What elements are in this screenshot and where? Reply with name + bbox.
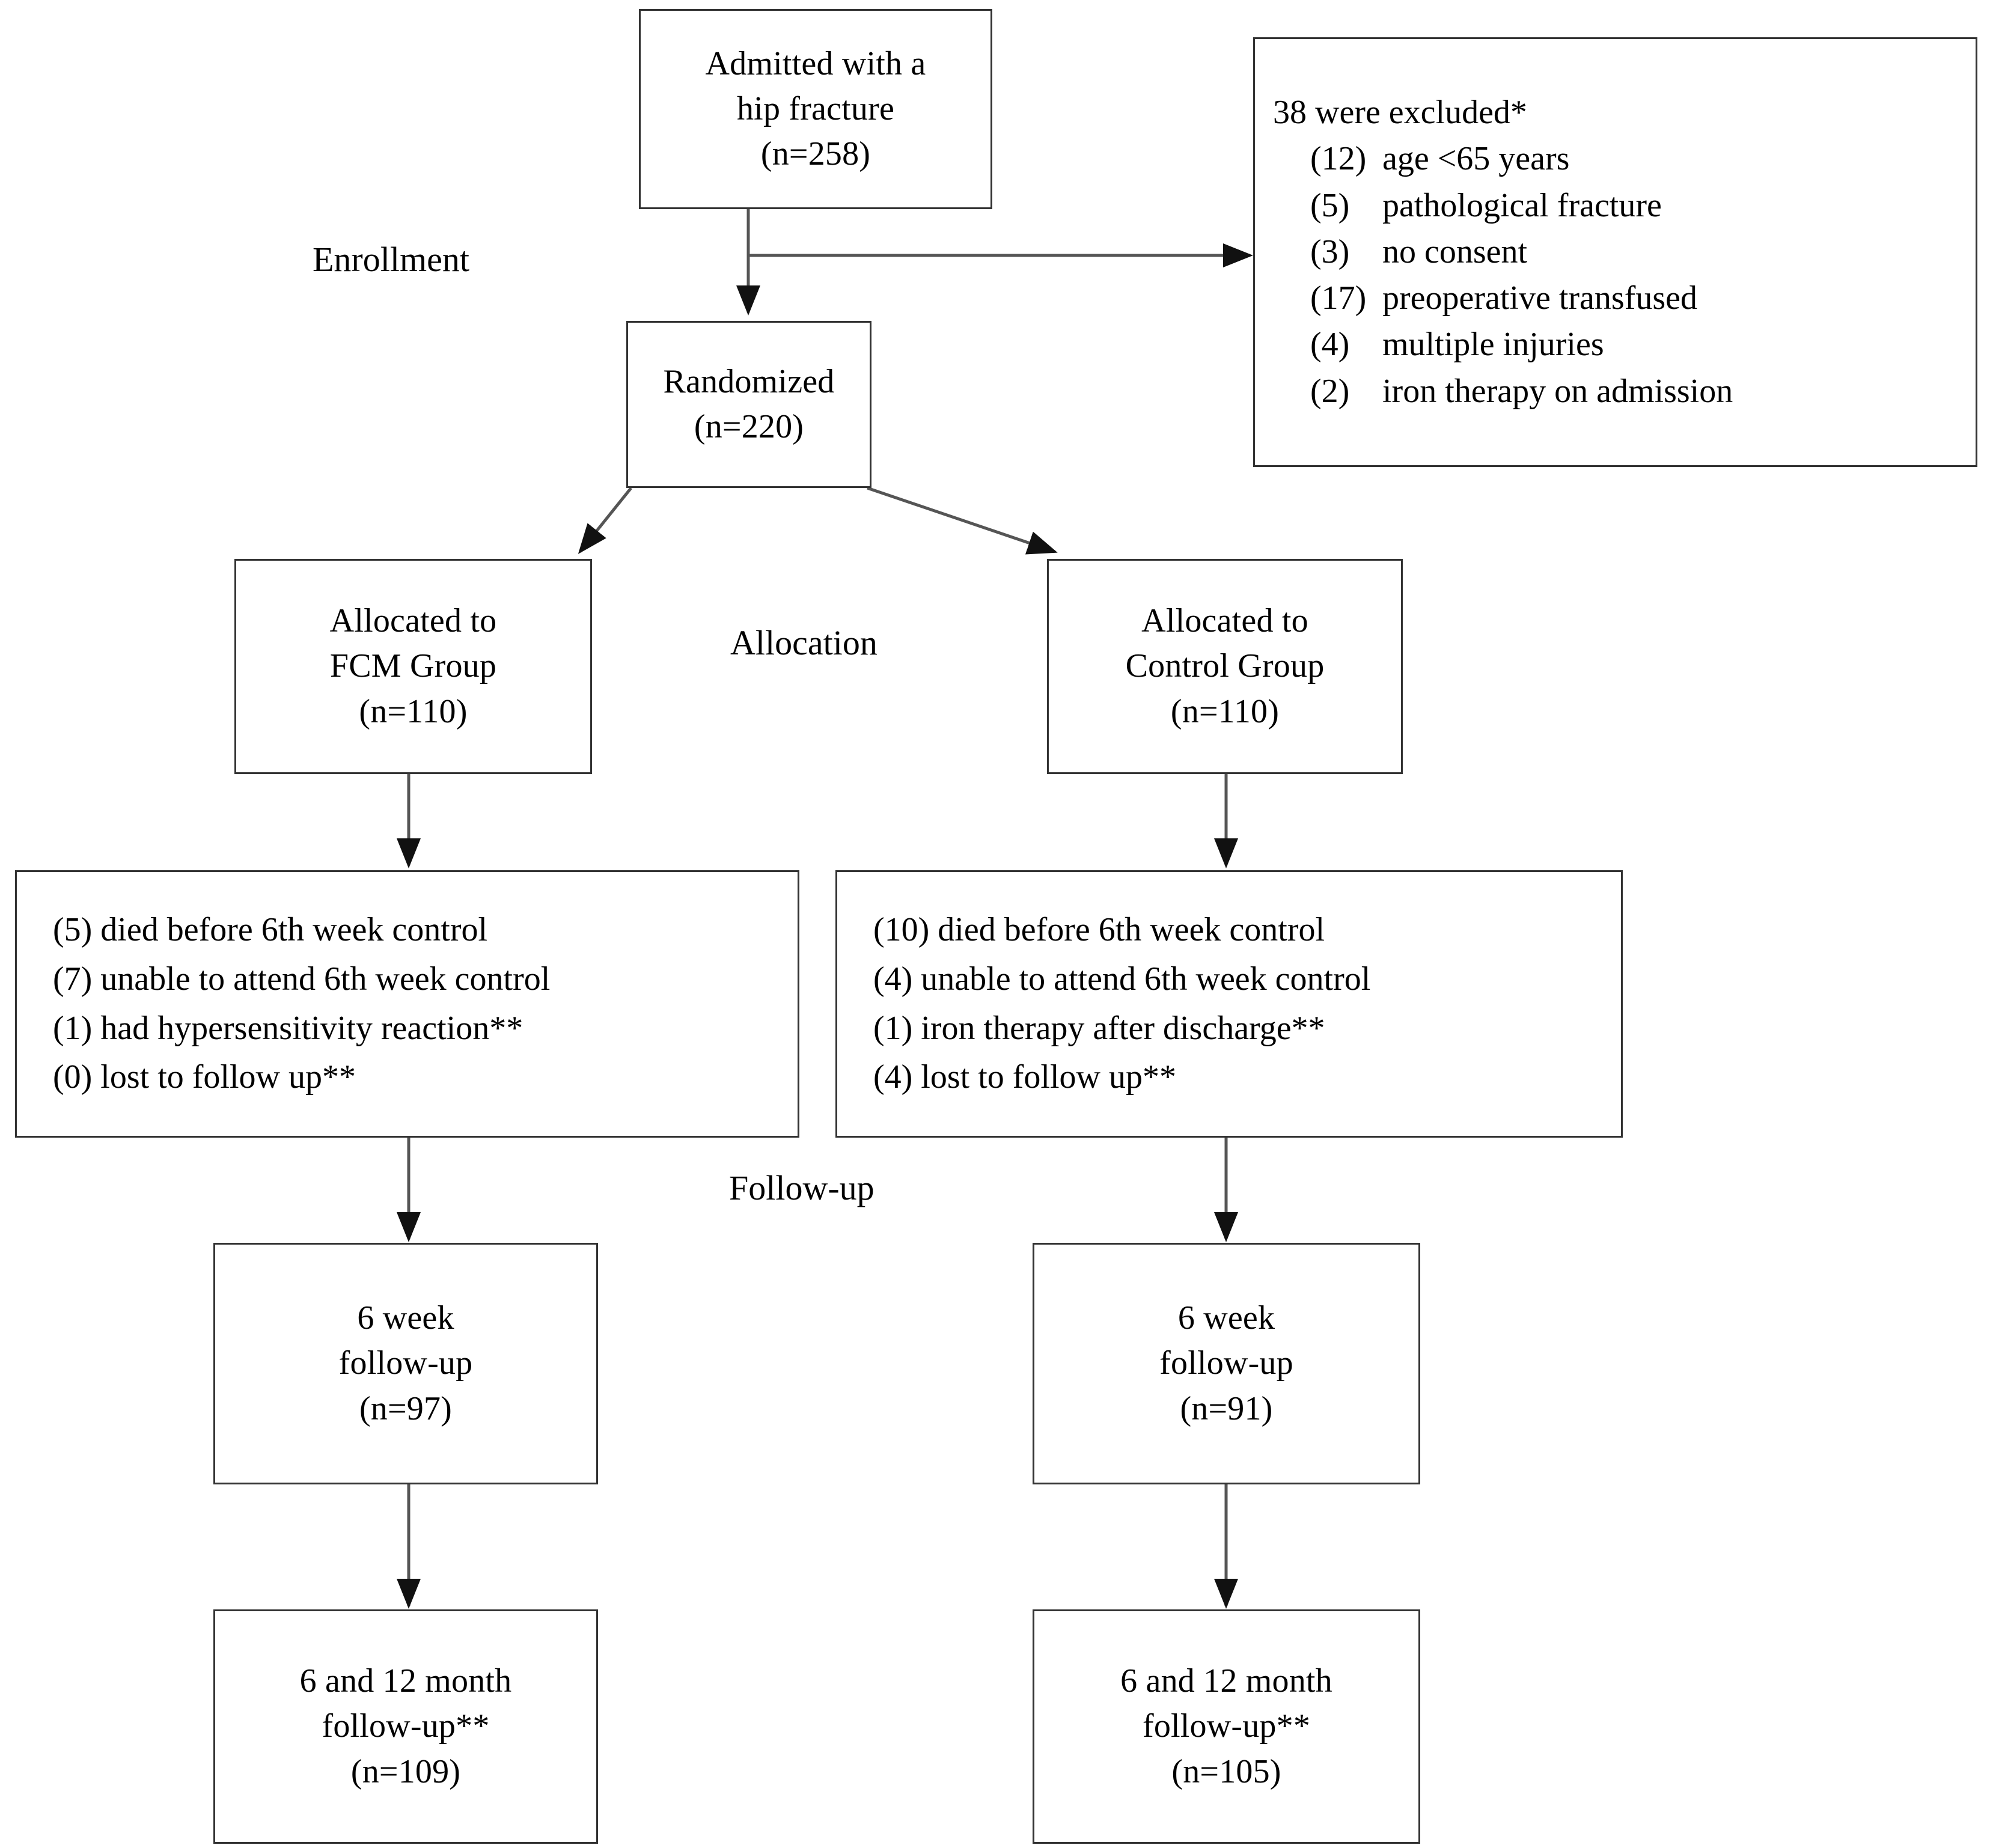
excluded-reason-row: (5) pathological fracture [1255,183,1662,229]
randomized-label: Randomized [663,362,835,400]
node-excluded: 38 were excluded* (12) age <65 years (5)… [1253,37,1977,467]
admitted-count: (n=258) [760,135,871,173]
fu6w-fcm-line-2: follow-up [338,1344,473,1382]
alloc-control-line-1: Allocated to [1141,602,1308,640]
node-losses-fcm: (5) died before 6th week control (7) una… [15,870,799,1138]
excluded-reason-count: (2) [1310,372,1350,410]
excluded-reason-count: (3) [1310,233,1350,270]
stage-label-allocation: Allocation [730,623,877,662]
excluded-reason-count: (17) [1310,279,1367,317]
alloc-fcm-line-2: FCM Group [329,647,497,685]
fu6w-control-line-1: 6 week [1177,1299,1275,1337]
alloc-fcm-count: (n=110) [359,692,468,730]
node-6and12month-followup-fcm: 6 and 12 month follow-up** (n=109) [213,1609,598,1844]
excluded-reason-label: preoperative transfused [1382,279,1697,317]
excluded-reason-label: multiple injuries [1382,326,1604,364]
node-allocated-control-group: Allocated to Control Group (n=110) [1047,559,1403,774]
loss-fcm-row: (7) unable to attend 6th week control [53,960,551,998]
connector-randomized-to-control [867,486,1058,555]
admitted-line-1: Admitted with a [705,44,926,82]
alloc-control-count: (n=110) [1170,692,1280,730]
node-6week-followup-control: 6 week follow-up (n=91) [1033,1243,1420,1484]
excluded-reason-row: (12) age <65 years [1255,136,1569,182]
node-6and12month-followup-control: 6 and 12 month follow-up** (n=105) [1033,1609,1420,1844]
loss-control-row: (4) unable to attend 6th week control [873,960,1371,998]
excluded-reason-label: age <65 years [1382,140,1570,178]
node-losses-control: (10) died before 6th week control (4) un… [835,870,1623,1138]
fu612m-fcm-count: (n=109) [350,1752,461,1790]
excluded-reason-row: (2) iron therapy on admission [1255,368,1733,415]
loss-control-row: (1) iron therapy after discharge** [873,1009,1325,1047]
fu612m-control-line-2: follow-up** [1142,1707,1311,1745]
randomized-count: (n=220) [694,408,804,445]
fu6w-fcm-count: (n=97) [359,1389,453,1427]
excluded-reason-row: (3) no consent [1255,229,1527,275]
connector-randomized-to-fcm [578,487,632,554]
node-allocated-fcm-group: Allocated to FCM Group (n=110) [234,559,592,774]
excluded-reason-count: (12) [1310,140,1367,178]
loss-control-row: (4) lost to follow up** [873,1058,1176,1096]
stage-label-enrollment: Enrollment [313,240,469,279]
fu612m-fcm-line-2: follow-up** [322,1707,490,1745]
excluded-reason-count: (5) [1310,186,1350,224]
excluded-reason-count: (4) [1310,326,1350,364]
loss-fcm-row: (0) lost to follow up** [53,1058,356,1096]
loss-fcm-row: (1) had hypersensitivity reaction** [53,1009,523,1047]
node-admitted-with-hip-fracture: Admitted with a hip fracture (n=258) [639,9,992,209]
excluded-heading: 38 were excluded* [1273,94,1527,132]
node-6week-followup-fcm: 6 week follow-up (n=97) [213,1243,598,1484]
excluded-reason-row: (17) preoperative transfused [1255,275,1697,322]
loss-fcm-row: (5) died before 6th week control [53,911,488,948]
fu612m-control-line-1: 6 and 12 month [1120,1662,1332,1700]
alloc-control-line-2: Control Group [1125,647,1325,685]
admitted-line-2: hip fracture [736,90,895,127]
fu612m-fcm-line-1: 6 and 12 month [299,1662,512,1700]
alloc-fcm-line-1: Allocated to [329,602,497,640]
fu612m-control-count: (n=105) [1171,1752,1281,1790]
excluded-reason-label: pathological fracture [1382,186,1662,224]
excluded-reason-label: no consent [1382,233,1528,270]
fu6w-fcm-line-1: 6 week [357,1299,454,1337]
excluded-reason-label: iron therapy on admission [1382,372,1733,410]
fu6w-control-count: (n=91) [1180,1389,1273,1427]
excluded-reason-row: (4) multiple injuries [1255,322,1604,368]
fu6w-control-line-2: follow-up [1159,1344,1293,1382]
node-randomized: Randomized (n=220) [626,321,871,488]
loss-control-row: (10) died before 6th week control [873,911,1325,948]
stage-label-followup: Follow-up [729,1168,874,1207]
